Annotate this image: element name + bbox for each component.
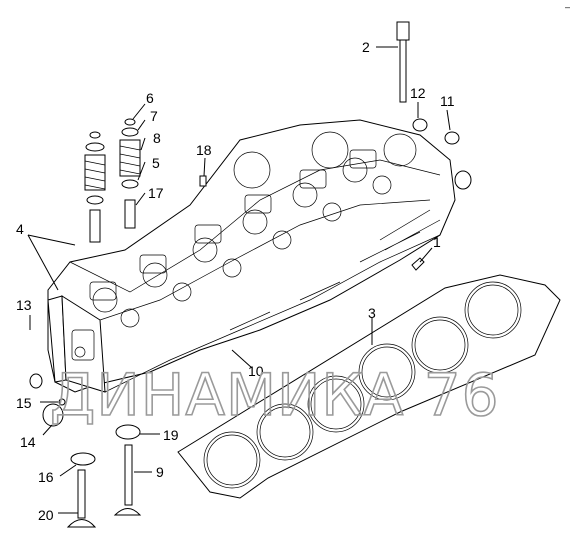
callout-2: 2	[362, 39, 370, 55]
o-ring-14	[42, 403, 64, 427]
valve-seal-19	[115, 424, 141, 440]
callout-4: 4	[16, 221, 24, 237]
callout-labels: 1 2 3 4 5 6 7 8 9 10 11 12 13 14 15 16 1…	[16, 39, 455, 523]
callout-3: 3	[368, 305, 376, 321]
dowel-pins	[412, 118, 460, 145]
valve-spring-stack-right	[119, 118, 141, 229]
callout-20: 20	[38, 507, 54, 523]
watermark-text: ДИНАМИКА 76	[50, 361, 500, 429]
valve-20	[66, 469, 97, 528]
small-bolt-18	[199, 175, 207, 187]
callout-6: 6	[146, 90, 154, 106]
head-gasket	[177, 274, 561, 499]
corner-mark: –	[565, 2, 570, 12]
seal-15	[58, 398, 66, 406]
callout-5: 5	[152, 155, 160, 171]
valve-seal-16	[70, 452, 96, 466]
callout-8: 8	[153, 130, 161, 146]
callout-13: 13	[16, 297, 32, 313]
callout-11: 11	[440, 93, 455, 109]
callout-7: 7	[150, 108, 158, 124]
cylinder-head	[47, 119, 472, 393]
callout-17: 17	[148, 185, 164, 201]
valve-ports	[89, 131, 417, 328]
callout-1: 1	[433, 234, 441, 250]
callout-16: 16	[38, 469, 54, 485]
callout-14: 14	[20, 434, 36, 450]
valve-9	[113, 444, 142, 516]
plug-seal	[29, 373, 43, 389]
callout-12: 12	[410, 85, 426, 101]
callout-18: 18	[196, 142, 212, 158]
head-bolt	[396, 21, 410, 103]
leader-lines	[27, 46, 451, 514]
callout-10: 10	[248, 363, 264, 379]
valve-spring-stack-left	[84, 131, 106, 243]
callout-19: 19	[163, 427, 179, 443]
end-plug	[454, 170, 472, 190]
callout-15: 15	[16, 395, 32, 411]
callout-9: 9	[156, 464, 164, 480]
